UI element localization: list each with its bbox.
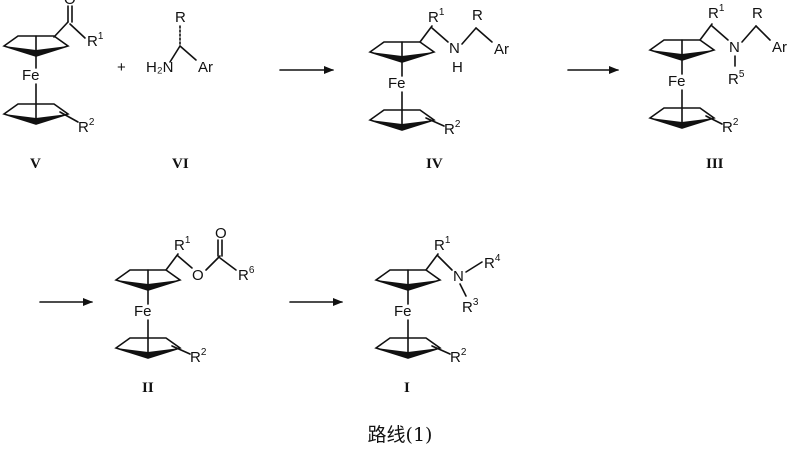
sub-R2: R: [78, 119, 89, 136]
atom-N: N: [729, 39, 740, 56]
compound-IV: R1 N H R Ar Fe R2 IV: [369, 7, 509, 172]
svg-text:R2: R2: [450, 347, 467, 366]
label-I: I: [404, 380, 410, 396]
svg-text:R2: R2: [190, 347, 207, 366]
compound-V: O R1 Fe R2 V: [3, 0, 104, 172]
svg-text:R2: R2: [444, 119, 461, 138]
atom-O: O: [64, 0, 76, 8]
sub-R1: R: [708, 5, 719, 22]
label-VI: VI: [172, 156, 189, 172]
atom-Fe: Fe: [394, 303, 412, 320]
sub-R: R: [472, 7, 483, 24]
scheme-caption: 路线(1): [368, 424, 433, 446]
label-V: V: [30, 156, 41, 172]
svg-text:R1: R1: [87, 31, 104, 50]
atom-Fe: Fe: [388, 75, 406, 92]
sub-Ar: Ar: [772, 39, 787, 56]
sub-R1: R: [434, 237, 445, 254]
sub-R1: R: [87, 33, 98, 50]
sub-R1: R: [174, 237, 185, 254]
atom-Fe: Fe: [22, 67, 40, 84]
svg-text:R2: R2: [78, 117, 95, 136]
sub-R2: R: [444, 121, 455, 138]
atom-Fe: Fe: [668, 73, 686, 90]
atom-Fe: Fe: [134, 303, 152, 320]
sub-Ar: Ar: [198, 59, 213, 76]
compound-I: R1 N R4 R3 Fe R2 I: [375, 235, 501, 396]
svg-text:R1: R1: [174, 235, 191, 254]
sub-Ar: Ar: [494, 41, 509, 58]
atom-O-carbonyl: O: [215, 225, 227, 242]
svg-text:R1: R1: [708, 3, 725, 22]
sub-R: R: [752, 5, 763, 22]
sub-R2: R: [450, 349, 461, 366]
svg-text:R2: R2: [722, 117, 739, 136]
svg-text:R1: R1: [428, 7, 445, 26]
svg-text:R1: R1: [434, 235, 451, 254]
label-III: III: [706, 156, 724, 172]
sub-R: R: [175, 9, 186, 26]
sub-R4: R: [484, 255, 495, 272]
sub-R1: R: [428, 9, 439, 26]
svg-text:R4: R4: [484, 253, 501, 272]
compound-VI: R H₂N Ar VI: [146, 9, 213, 172]
sub-R3: R: [462, 299, 473, 316]
sub-R5: R: [728, 71, 739, 88]
svg-text:R3: R3: [462, 297, 479, 316]
sub-R2: R: [190, 349, 201, 366]
atom-N: N: [449, 40, 460, 57]
label-II: II: [142, 380, 154, 396]
svg-text:R5: R5: [728, 69, 745, 88]
atom-O: O: [192, 267, 204, 284]
label-IV: IV: [426, 156, 443, 172]
plus-sign: +: [117, 59, 126, 76]
atom-N: N: [453, 268, 464, 285]
compound-II: R1 O O R6 Fe R2 II: [115, 225, 255, 396]
atom-H2N: H₂N: [146, 59, 174, 76]
sub-R6: R: [238, 267, 249, 284]
atom-H: H: [452, 59, 463, 76]
compound-III: R1 N R5 R Ar Fe R2 III: [649, 3, 787, 172]
svg-text:R6: R6: [238, 265, 255, 284]
sub-R2: R: [722, 119, 733, 136]
